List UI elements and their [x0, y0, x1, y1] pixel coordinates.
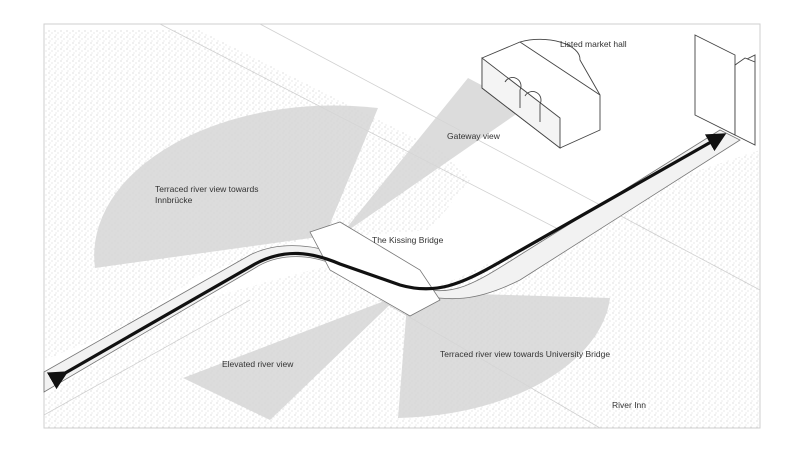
- label-elevated-river-view: Elevated river view: [222, 359, 294, 369]
- market-hall-building: [481, 38, 601, 149]
- townhouses: [694, 34, 756, 146]
- label-market-hall: Listed market hall: [560, 39, 627, 49]
- label-river-inn: River Inn: [612, 400, 647, 410]
- label-terraced-innbrucke: Terraced river view towards Innbrücke: [155, 184, 259, 205]
- label-gateway-view: Gateway view: [447, 131, 500, 141]
- cycle-path: [46, 133, 727, 390]
- label-terraced-university: Terraced river view towards University B…: [440, 349, 611, 359]
- label-kissing-bridge: The Kissing Bridge: [372, 235, 444, 245]
